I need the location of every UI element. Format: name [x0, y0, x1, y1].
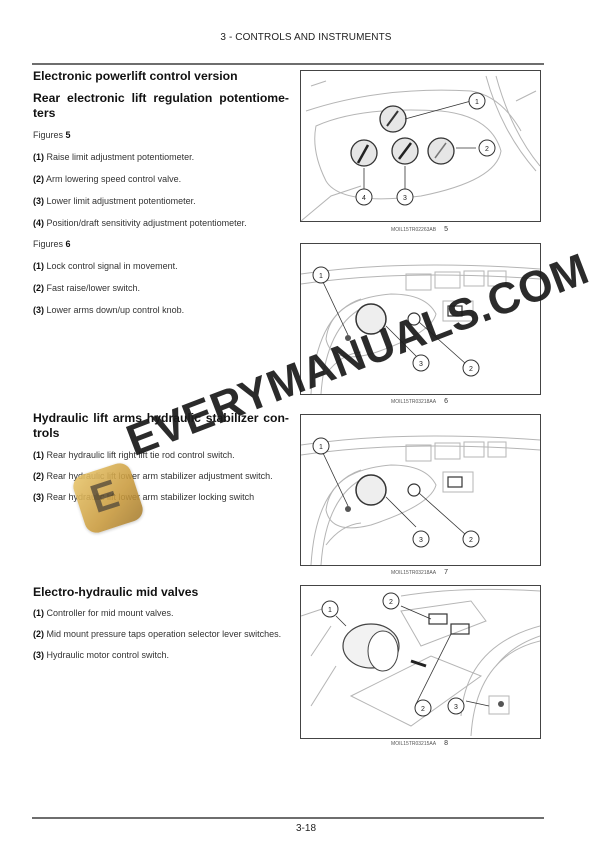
legend-item: (2) Mid mount pressure taps operation se… — [33, 629, 282, 639]
svg-text:2: 2 — [485, 146, 489, 153]
legend-item: (2) Fast raise/lower switch. — [33, 283, 141, 293]
control-knob — [355, 303, 387, 335]
legend-item: (3) Hydraulic motor control switch. — [33, 650, 170, 660]
figure-7-stabilizer-controls: 1 2 3 — [300, 414, 541, 566]
section-title: Electronic powerlift control version — [33, 69, 238, 83]
stabilizer-switch — [407, 483, 421, 497]
svg-text:4: 4 — [362, 195, 366, 202]
motor-switch — [498, 701, 504, 707]
legend-item: (3) Lower arms down/up control knob. — [33, 305, 185, 315]
header-rule — [32, 63, 544, 65]
svg-text:2: 2 — [389, 599, 393, 606]
legend-item: (1) Lock control signal in movement. — [33, 261, 178, 271]
callout-2: 2 — [478, 139, 496, 157]
legend-item: (2) Arm lowering speed control valve. — [33, 174, 182, 184]
legend-item: (3) Rear hydraulic lift lower arm stabil… — [33, 492, 255, 502]
svg-text:3: 3 — [419, 361, 423, 368]
footer-rule — [32, 817, 544, 819]
stabilizer-controls-illustration: 1 2 3 — [301, 435, 540, 565]
page-header-title: 3 - CONTROLS AND INSTRUMENTS — [220, 32, 392, 43]
knob-1 — [379, 105, 407, 133]
legend-item: (1) Rear hydraulic lift right lift tie r… — [33, 450, 235, 460]
svg-text:1: 1 — [475, 99, 479, 106]
callout-4: 4 — [355, 188, 373, 206]
callout-2: 2 — [414, 699, 432, 717]
legend-item: (1) Controller for mid mount valves. — [33, 608, 174, 618]
figure-reference: Figures 6 — [33, 239, 71, 249]
svg-text:3: 3 — [403, 195, 407, 202]
tie-rod-switch — [345, 506, 351, 512]
page-number: 3-18 — [295, 823, 316, 834]
figure-8-mid-valves: 1 2 2 3 — [300, 585, 541, 739]
knob-2 — [427, 137, 455, 165]
potentiometer-panel-illustration: 1 2 3 4 — [301, 75, 540, 221]
section-stabilizer: Hydraulic lift arms hydraulic stabilizer… — [33, 411, 289, 503]
selector-switch — [428, 613, 448, 625]
callout-2: 2 — [462, 359, 480, 377]
callout-3: 3 — [412, 354, 430, 372]
svg-text:3: 3 — [454, 704, 458, 711]
svg-text:1: 1 — [319, 273, 323, 280]
svg-text:1: 1 — [319, 444, 323, 451]
svg-text:2: 2 — [421, 706, 425, 713]
selector-switch — [450, 623, 470, 635]
svg-text:2: 2 — [469, 366, 473, 373]
callout-1: 1 — [321, 600, 339, 618]
callout-1: 1 — [312, 437, 330, 455]
callout-3: 3 — [396, 188, 414, 206]
callout-1: 1 — [312, 266, 330, 284]
callout-3: 3 — [447, 697, 465, 715]
fig6-legend-list: (1) Lock control signal in movement. (2)… — [33, 261, 289, 316]
svg-text:3: 3 — [419, 537, 423, 544]
legend-item: (3) Lower limit adjustment potentiometer… — [33, 196, 196, 206]
figure-6-dash-controls: 1 2 3 — [300, 243, 541, 395]
section-powerlift: Electronic powerlift control version Rea… — [33, 69, 289, 316]
figure-reference: Figures 5 — [33, 130, 71, 140]
callout-2: 2 — [382, 592, 400, 610]
fast-switch — [407, 312, 421, 326]
section-title: Electro-hydraulic mid valves — [33, 585, 199, 599]
svg-text:1: 1 — [328, 607, 332, 614]
section-mid-valves: Electro-hydraulic mid valves (1) Control… — [33, 585, 289, 661]
legend-item: (1) Raise limit adjustment potentiometer… — [33, 152, 195, 162]
knob-3 — [391, 137, 419, 165]
svg-text:2: 2 — [469, 537, 473, 544]
fig5-legend-list: (1) Raise limit adjustment potentiometer… — [33, 152, 289, 229]
callout-1: 1 — [468, 92, 486, 110]
stabilizer-knob — [355, 474, 387, 506]
mid-valves-illustration: 1 2 2 3 — [301, 588, 540, 737]
lock-button — [345, 335, 351, 341]
legend-item: (4) Position/draft sensitivity adjustmen… — [33, 218, 247, 228]
knob-4 — [350, 139, 378, 167]
dash-controls-illustration: 1 2 3 — [301, 264, 540, 394]
figure-5-potentiometers: 1 2 3 4 — [300, 70, 541, 222]
callout-2: 2 — [462, 530, 480, 548]
section-subtitle: Rear electronic lift regulation potentio… — [33, 91, 289, 120]
legend-item: (2) Rear hydraulic lift lower arm stabil… — [33, 471, 273, 481]
section-title: Hydraulic lift arms hydraulic stabilizer… — [33, 411, 289, 440]
callout-3: 3 — [412, 530, 430, 548]
